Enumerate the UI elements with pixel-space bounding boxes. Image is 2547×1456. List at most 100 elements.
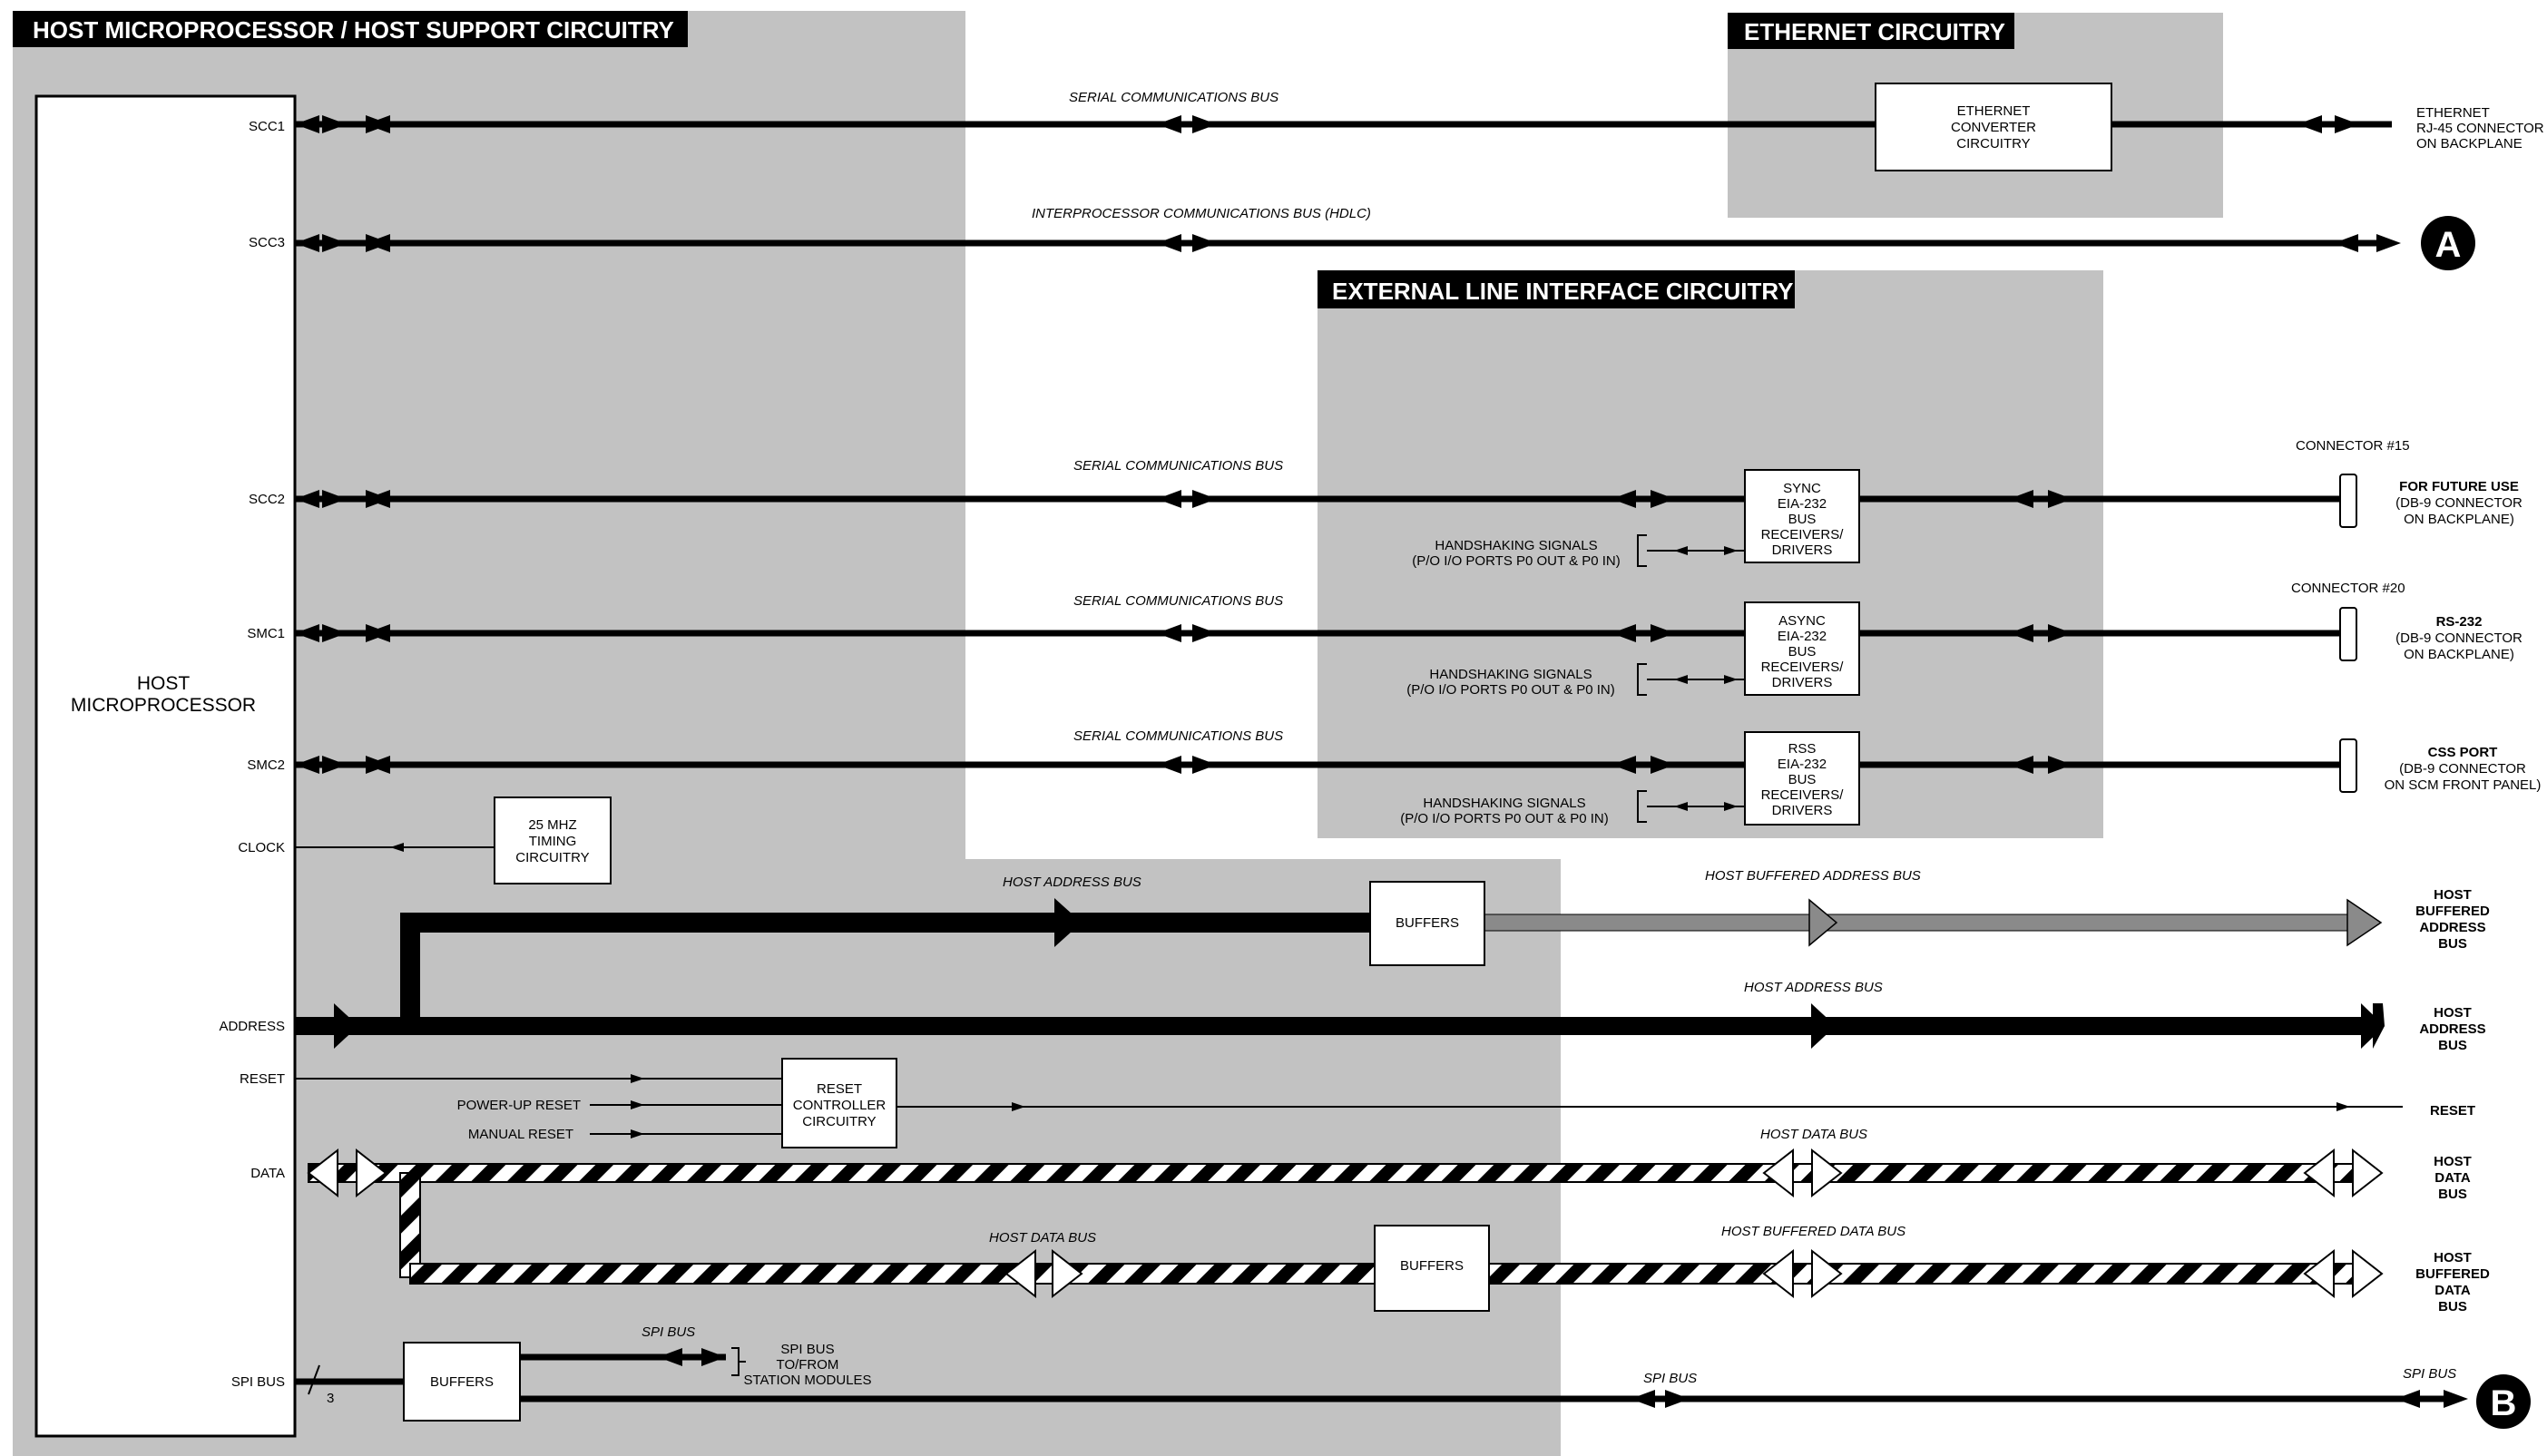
address-buffers-box [1369,881,1485,966]
pin-scc3: SCC3 [249,235,285,250]
circle-b-label: B [2491,1383,2517,1423]
reset-controller-box [781,1058,897,1148]
rs232-l3: ON BACKPLANE) [2404,647,2514,662]
connector-20-label: CONNECTOR #20 [2291,581,2405,596]
serial-bus-labels: SERIAL COMMUNICATIONS BUS INTERPROCESSOR… [1032,90,1371,744]
css-l2: (DB-9 CONNECTOR [2399,761,2526,777]
ethernet-out-l1: ETHERNET [2416,105,2490,121]
scc1-bus-label: SERIAL COMMUNICATIONS BUS [1069,90,1278,105]
rss-box: RSS EIA-232 BUS RECEIVERS/ DRIVERS [1744,731,1860,826]
connectors: CONNECTOR #15 CONNECTOR #20 [2291,438,2410,793]
external-line-region [1318,270,2103,838]
sync-l3: BUS [1788,512,1817,527]
ethernet-converter-box [1875,83,2112,171]
hba-l1: HOST [2434,887,2472,903]
reset-controller-l3: CIRCUITRY [802,1114,876,1129]
async-l1: ASYNC [1778,613,1826,629]
rs232-l1: RS-232 [2436,614,2483,630]
scc2-bus-label: SERIAL COMMUNICATIONS BUS [1073,458,1283,474]
host-micro-label-2: MICROPROCESSOR [71,695,256,716]
spi-to-from-l1: SPI BUS [780,1342,834,1357]
rss-l1: RSS [1788,741,1817,757]
host-buffered-address-bus-label: HOST BUFFERED ADDRESS BUS [1705,868,1921,884]
external-section-title: EXTERNAL LINE INTERFACE CIRCUITRY [1332,278,1793,305]
sync-l4: RECEIVERS/ [1761,527,1845,542]
host-address-bus-label-1: HOST ADDRESS BUS [1003,875,1141,890]
handshaking-3-l2: (P/O I/O PORTS P0 OUT & P0 IN) [1400,811,1609,826]
future-l2: (DB-9 CONNECTOR [2395,495,2523,511]
reset-group: RESET CONTROLLER CIRCUITRY POWER-UP RESE… [295,1058,2403,1148]
spi-width-label: 3 [327,1391,334,1406]
ethernet-converter-l2: CONVERTER [1951,120,2036,135]
manual-reset-label: MANUAL RESET [468,1127,573,1142]
handshaking-1-l2: (P/O I/O PORTS P0 OUT & P0 IN) [1412,553,1621,569]
rss-l3: BUS [1788,772,1817,787]
sync-l2: EIA-232 [1778,496,1827,512]
pin-labels: SCC1 SCC3 SCC2 SMC1 SMC2 CLOCK ADDRESS R… [219,119,285,1390]
circle-a-label: A [2435,225,2462,265]
async-l2: EIA-232 [1778,629,1827,644]
pin-address: ADDRESS [219,1019,285,1034]
rs232-l2: (DB-9 CONNECTOR [2395,630,2523,646]
pin-smc2: SMC2 [247,757,285,773]
connector-15-icon [2339,474,2357,528]
timing-l3: CIRCUITRY [515,850,589,865]
css-l3: ON SCM FRONT PANEL) [2385,777,2542,793]
sync-l5: DRIVERS [1772,542,1833,558]
data-bus: BUFFERS HOST DATA BUS HOST DATA BUS HOST… [307,1127,2384,1312]
timing-box [494,796,612,884]
rss-l4: RECEIVERS/ [1761,787,1845,803]
handshaking-3-l1: HANDSHAKING SIGNALS [1423,796,1585,811]
ethernet-out-l2: RJ-45 CONNECTOR [2416,121,2544,136]
handshaking-2-l1: HANDSHAKING SIGNALS [1429,667,1592,682]
hbd-l2: BUFFERED [2415,1266,2490,1282]
spi-bus: 3 BUFFERS SPI BUS SPI BUS TO/FROM STATIO… [295,1324,2468,1422]
future-l3: ON BACKPLANE) [2404,512,2514,527]
pin-scc2: SCC2 [249,492,285,507]
reset-controller-l1: RESET [817,1081,862,1097]
serial-arrowheads [295,115,2401,774]
host-address-bus-label-2: HOST ADDRESS BUS [1744,980,1883,995]
async-l5: DRIVERS [1772,675,1833,690]
hba-l4: BUS [2438,936,2467,952]
scc3-bus-label: INTERPROCESSOR COMMUNICATIONS BUS (HDLC) [1032,206,1371,221]
pin-spi: SPI BUS [231,1374,285,1390]
hd-l1: HOST [2434,1154,2472,1169]
rss-l2: EIA-232 [1778,757,1827,772]
reset-controller-l2: CONTROLLER [793,1098,887,1113]
reset-out-label: RESET [2430,1103,2475,1119]
hba-l3: ADDRESS [2419,920,2485,935]
smc1-bus-label: SERIAL COMMUNICATIONS BUS [1073,593,1283,609]
ethernet-section-title: ETHERNET CIRCUITRY [1744,18,2005,45]
pin-clock: CLOCK [238,840,285,855]
async-box: ASYNC EIA-232 BUS RECEIVERS/ DRIVERS [1744,601,1860,696]
sync-l1: SYNC [1783,481,1821,496]
circle-b [2476,1374,2531,1429]
spi-bus-label-2: SPI BUS [1643,1371,1697,1386]
sync-box: SYNC EIA-232 BUS RECEIVERS/ DRIVERS [1744,469,1860,563]
pin-reset: RESET [240,1071,285,1087]
hbd-l4: BUS [2438,1299,2467,1314]
data-buffers-box [1374,1225,1490,1312]
handshaking-2-l2: (P/O I/O PORTS P0 OUT & P0 IN) [1406,682,1615,698]
host-buffered-data-bus-label: HOST BUFFERED DATA BUS [1721,1224,1905,1239]
connector-20-icon [2339,607,2357,661]
async-l4: RECEIVERS/ [1761,660,1845,675]
smc2-bus-label: SERIAL COMMUNICATIONS BUS [1073,728,1283,744]
spi-bus-label-3: SPI BUS [2403,1366,2456,1382]
right-labels: ETHERNET RJ-45 CONNECTOR ON BACKPLANE FO… [2385,105,2544,1314]
address-bus: BUFFERS HOST ADDRESS BUS HOST BUFFERED A… [295,868,2385,1049]
hba-l2: BUFFERED [2415,904,2490,919]
ha-l1: HOST [2434,1005,2472,1021]
hbd-l3: DATA [2434,1283,2471,1298]
spi-bus-label-1: SPI BUS [642,1324,695,1340]
data-buffers-label: BUFFERS [1400,1258,1464,1274]
serial-lines [295,121,2392,768]
circle-a [2421,216,2475,270]
pin-smc1: SMC1 [247,626,285,641]
hd-l2: DATA [2434,1170,2471,1186]
future-l1: FOR FUTURE USE [2399,479,2519,494]
handshaking-group: HANDSHAKING SIGNALS (P/O I/O PORTS P0 OU… [1400,534,1745,826]
host-data-bus [308,1163,2369,1183]
